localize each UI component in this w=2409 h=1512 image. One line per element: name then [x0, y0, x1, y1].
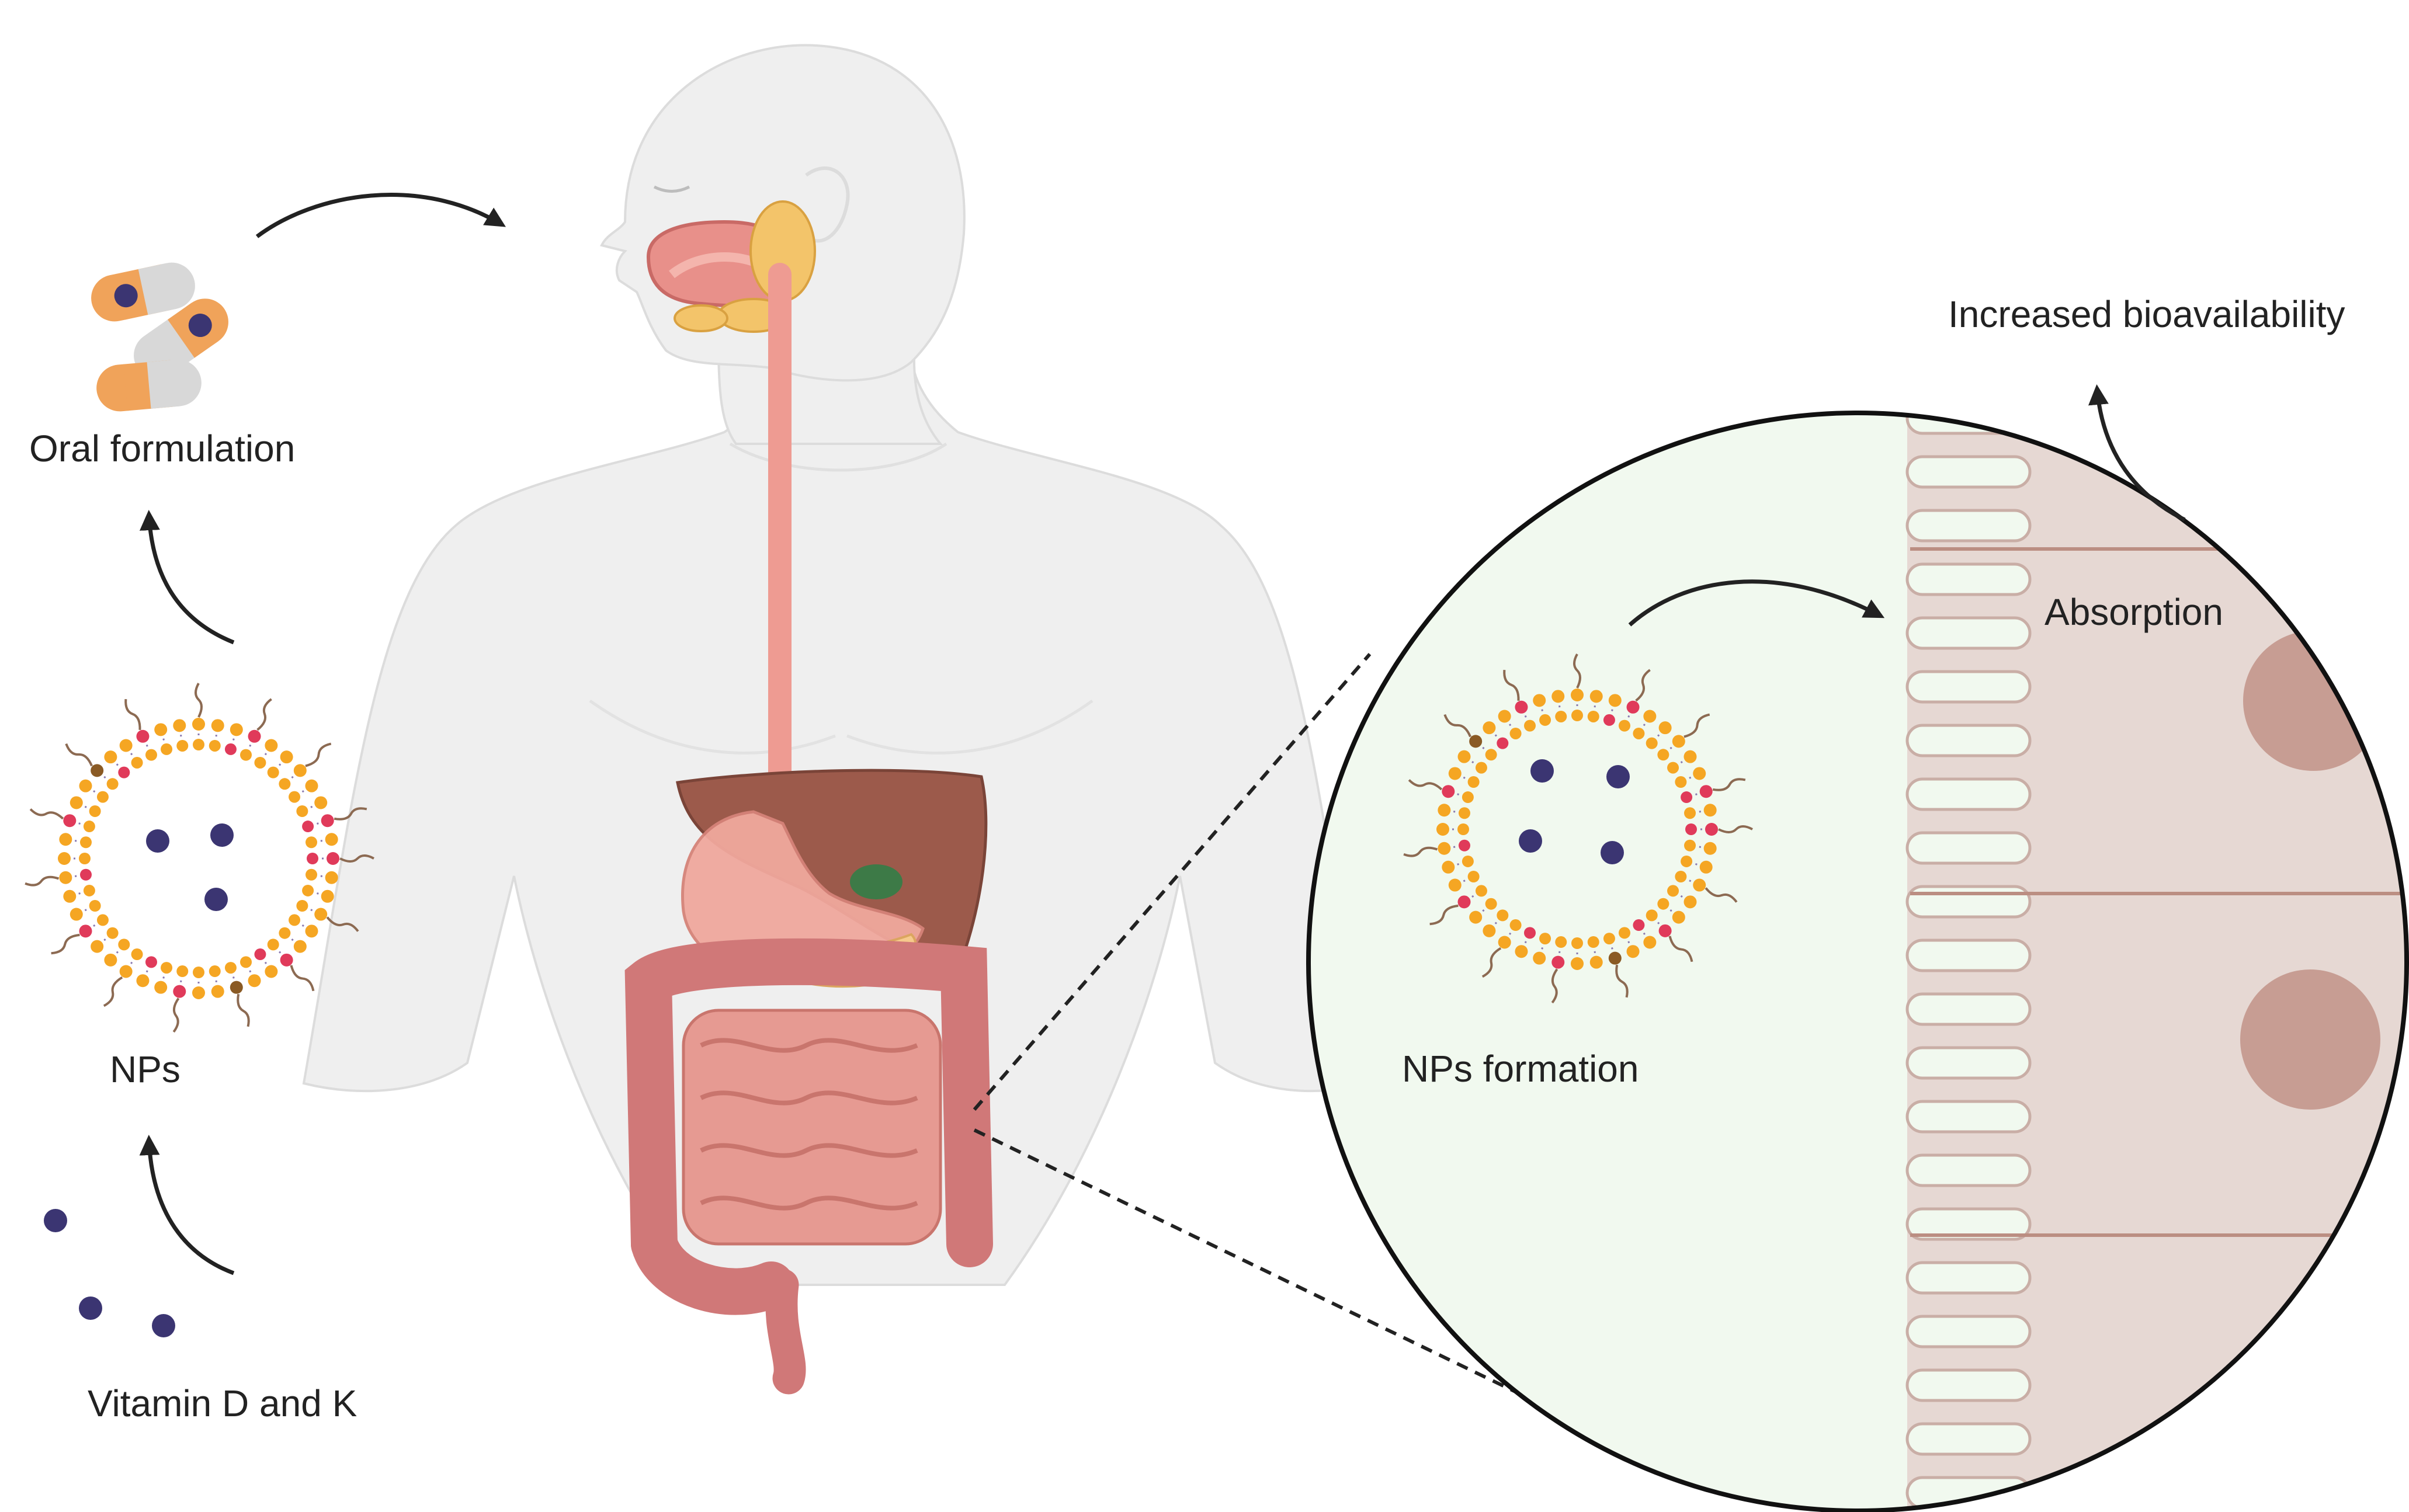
nanoparticle-icon	[1403, 654, 1753, 1004]
arrow-to-bioavailability	[2088, 384, 2186, 522]
arrow-to-absorption	[1628, 579, 1885, 627]
intestinal-zoom-view	[1306, 411, 2409, 1512]
label-oral-formulation: Oral formulation	[29, 427, 295, 470]
intestinal-villi-icon	[1905, 413, 2032, 1510]
vitamin-particle-icon	[44, 1209, 175, 1337]
nanoparticle-icon	[25, 683, 374, 1033]
label-nps-formation: NPs formation	[1402, 1048, 1639, 1090]
arrow-to-mouth	[255, 193, 506, 238]
label-increased-bioavailability: Increased bioavailability	[1948, 293, 2345, 335]
process-arrows	[139, 193, 2186, 1275]
label-vitamins: Vitamin D and K	[88, 1382, 357, 1424]
zoom-connector-lines	[973, 653, 1549, 1409]
label-absorption: Absorption	[2044, 591, 2223, 633]
arrow-to-nps	[139, 1135, 235, 1275]
label-nps: NPs	[110, 1048, 180, 1090]
digestive-system-icon	[624, 200, 993, 1395]
capsule-icon	[91, 262, 228, 412]
arrow-to-oral-formulation	[139, 510, 235, 645]
